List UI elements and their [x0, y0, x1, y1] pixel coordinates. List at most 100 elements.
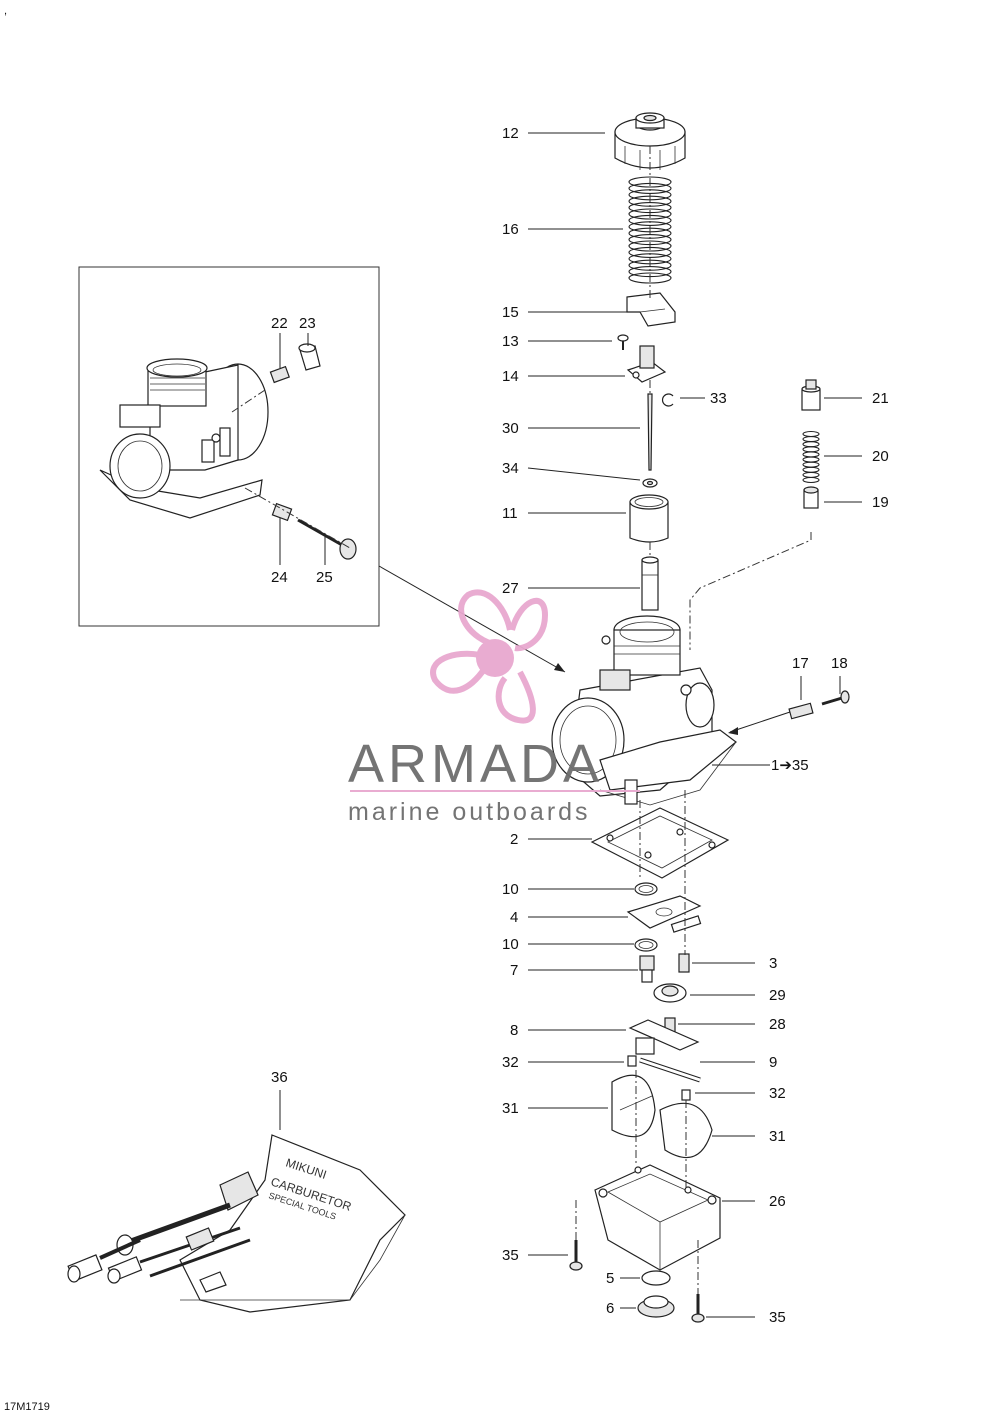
callout-26: 26 — [769, 1193, 786, 1210]
part-29-valve-seat — [653, 983, 687, 1003]
callout-3: 3 — [769, 955, 777, 972]
callout-35-left: 35 — [502, 1247, 519, 1264]
part-14-plate — [626, 345, 667, 383]
callout-17: 17 — [792, 655, 809, 672]
diagram-code: 17M1719 — [4, 1401, 50, 1413]
armada-watermark: ARMADA marine outboards — [348, 589, 640, 826]
part-12-cap — [614, 112, 686, 170]
spring-coil — [802, 441, 820, 448]
callout-23: 23 — [299, 315, 316, 332]
part-9-float-pin — [639, 1057, 701, 1083]
part-31-float-right — [659, 1102, 713, 1159]
part-31-float-left — [611, 1074, 656, 1138]
callout-18: 18 — [831, 655, 848, 672]
callout-22: 22 — [271, 315, 288, 332]
callout-27: 27 — [502, 580, 519, 597]
part-17-spring — [788, 702, 814, 720]
corner-mark: , — [4, 5, 7, 17]
part-30-needle — [647, 393, 653, 471]
watermark-tagline: marine outboards — [348, 798, 591, 826]
part-2-gasket — [590, 807, 730, 879]
part-27-needle-jet — [641, 556, 659, 611]
propeller-logo-icon — [430, 589, 549, 724]
callout-31-right: 31 — [769, 1128, 786, 1145]
part-11-throttle-slide — [629, 494, 669, 543]
spring-coil — [802, 436, 820, 443]
part-21-adjuster — [801, 379, 821, 411]
callout-10-lower: 10 — [502, 936, 519, 953]
spring-coil — [628, 240, 672, 252]
callout-21: 21 — [872, 390, 889, 407]
spring-coil — [802, 461, 820, 468]
part-10-oring-upper — [634, 882, 658, 896]
callout-31-left: 31 — [502, 1100, 519, 1117]
spring-coil — [802, 471, 820, 478]
callout-9: 9 — [769, 1054, 777, 1071]
callout-5: 5 — [606, 1270, 614, 1287]
inset-detail: 22 23 24 25 — [78, 266, 566, 673]
part-18-pilot-screw — [821, 690, 850, 706]
callout-7: 7 — [510, 962, 518, 979]
part-32-pin-right — [681, 1089, 691, 1101]
callout-6: 6 — [606, 1300, 614, 1317]
spring-coil — [802, 430, 820, 438]
part-10-oring-lower — [634, 938, 658, 952]
part-26-float-bowl — [594, 1164, 721, 1271]
inset-part-24 — [271, 502, 293, 522]
callout-28: 28 — [769, 1016, 786, 1033]
spring-coil — [802, 446, 820, 453]
part-20-spring — [802, 430, 820, 484]
part-33-clip — [662, 393, 674, 407]
spring-coil — [802, 451, 820, 458]
callout-20: 20 — [872, 448, 889, 465]
part-3-pilot-jet — [678, 953, 690, 973]
callout-12: 12 — [502, 125, 519, 142]
callout-13: 13 — [502, 333, 519, 350]
part-32-pin-left — [627, 1055, 637, 1067]
part-36-tool-kit: MIKUNI CARBURETOR SPECIAL TOOLS — [67, 1134, 406, 1313]
callout-24: 24 — [271, 569, 288, 586]
callout-14: 14 — [502, 368, 519, 385]
callout-1-to-35: 1➔35 — [771, 757, 809, 774]
part-19-cap — [803, 486, 819, 509]
part-35-screw-right — [691, 1294, 705, 1323]
callout-32-right: 32 — [769, 1085, 786, 1102]
callout-15: 15 — [502, 304, 519, 321]
watermark-brand: ARMADA — [348, 734, 603, 794]
part-13-screw — [617, 334, 629, 350]
part-4-plate — [626, 895, 702, 933]
callout-35-right: 35 — [769, 1309, 786, 1326]
inset-carburetor — [99, 358, 269, 519]
callout-34: 34 — [502, 460, 519, 477]
spring-coil — [628, 176, 672, 188]
inset-part-25 — [297, 518, 357, 560]
spring-coil — [802, 466, 820, 473]
callout-11: 11 — [502, 505, 518, 522]
callout-36: 36 — [271, 1069, 288, 1086]
callout-29: 29 — [769, 987, 786, 1004]
spring-coil — [628, 272, 672, 284]
callout-10-upper: 10 — [502, 881, 519, 898]
callout-25: 25 — [316, 569, 333, 586]
callout-33: 33 — [710, 390, 727, 407]
inset-part-23 — [298, 343, 321, 371]
callout-2: 2 — [510, 831, 518, 848]
part-35-screw-left — [569, 1240, 583, 1271]
callout-4: 4 — [510, 909, 518, 926]
callout-32-left: 32 — [502, 1054, 519, 1071]
part-5-gasket — [641, 1270, 671, 1286]
callout-8: 8 — [510, 1022, 518, 1039]
part-8-float-arm — [628, 1019, 700, 1055]
spring-coil — [802, 456, 820, 463]
part-7-main-jet — [639, 955, 655, 983]
part-6-drain-plug — [637, 1295, 675, 1318]
callout-19: 19 — [872, 494, 889, 511]
callout-16: 16 — [502, 221, 519, 238]
callout-30: 30 — [502, 420, 519, 437]
part-34-washer — [642, 478, 658, 488]
inset-part-22 — [269, 365, 290, 384]
spring-coil — [802, 476, 820, 484]
spring-coil — [628, 208, 672, 220]
part-15-bracket — [626, 292, 676, 327]
